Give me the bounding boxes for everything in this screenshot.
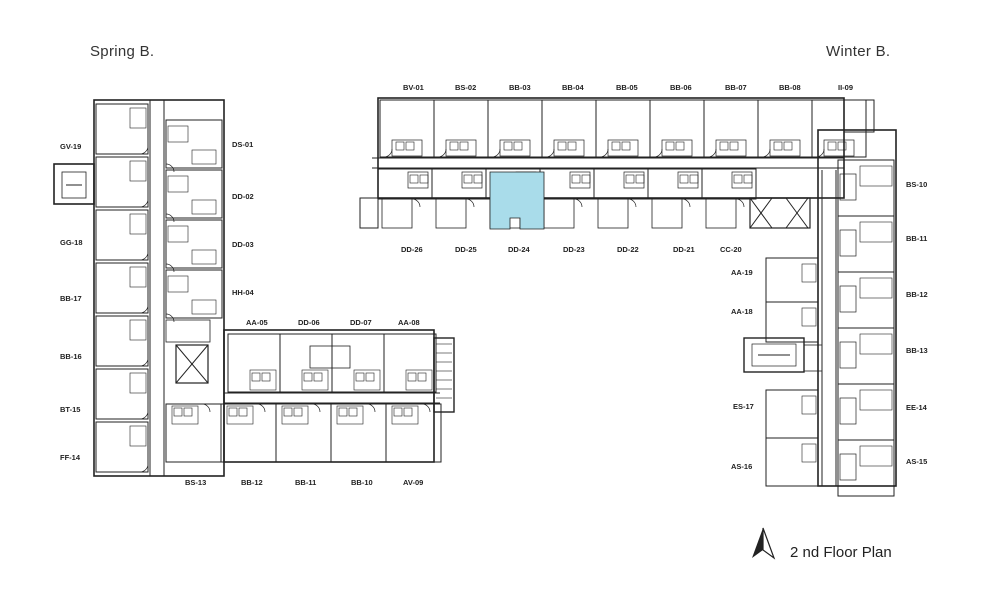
unit-label-aa-18: AA-18 [731,307,753,316]
unit-label-dd-23: DD-23 [563,245,585,254]
unit-label-av-09: AV-09 [403,478,424,487]
unit-label-gv-19: GV-19 [60,142,82,151]
unit-label-aa-08: AA-08 [398,318,420,327]
unit-label-hh-04: HH-04 [232,288,254,297]
building-label-spring: Spring B. [90,43,155,60]
plan-walls [53,97,897,497]
unit-label-bb-04: BB-04 [562,83,584,92]
unit-label-bs-13: BS-13 [185,478,207,487]
unit-label-bb-12: BB-12 [906,290,928,299]
north-arrow-icon [752,527,776,560]
unit-label-aa-05: AA-05 [246,318,268,327]
building-label-winter: Winter B. [826,43,891,60]
unit-label-bb-08: BB-08 [779,83,801,92]
unit-label-dd-03: DD-03 [232,240,254,249]
unit-label-es-17: ES-17 [733,402,754,411]
unit-label-bb-11: BB-11 [906,234,928,243]
unit-label-bb-05: BB-05 [616,83,638,92]
unit-label-dd-06: DD-06 [298,318,320,327]
unit-label-ds-01: DS-01 [232,140,254,149]
unit-label-ii-09: II-09 [838,83,854,92]
unit-label-aa-19: AA-19 [731,268,753,277]
unit-label-bb-07: BB-07 [725,83,747,92]
unit-label-dd-24: DD-24 [508,245,530,254]
unit-label-bb-10: BB-10 [351,478,373,487]
unit-label-bs-10: BS-10 [906,180,928,189]
unit-label-dd-21: DD-21 [673,245,695,254]
unit-label-bb-03: BB-03 [509,83,531,92]
unit-label-dd-07: DD-07 [350,318,372,327]
unit-label-as-16: AS-16 [731,462,753,471]
unit-label-ff-14: FF-14 [60,453,81,462]
unit-label-bb-12: BB-12 [241,478,263,487]
highlighted-unit [489,171,545,230]
unit-label-cc-20: CC-20 [720,245,742,254]
unit-label-ee-14: EE-14 [906,403,927,412]
unit-label-bb-16: BB-16 [60,352,82,361]
unit-label-bv-01: BV-01 [403,83,424,92]
unit-label-bb-17: BB-17 [60,294,82,303]
unit-label-bb-06: BB-06 [670,83,692,92]
unit-label-dd-26: DD-26 [401,245,423,254]
unit-label-dd-02: DD-02 [232,192,254,201]
plan-title: 2 nd Floor Plan [790,544,892,561]
unit-label-bt-15: BT-15 [60,405,81,414]
unit-label-as-15: AS-15 [906,457,928,466]
unit-label-gg-18: GG-18 [60,238,83,247]
unit-label-bb-13: BB-13 [906,346,928,355]
unit-label-bb-11: BB-11 [295,478,317,487]
unit-label-bs-02: BS-02 [455,83,477,92]
unit-label-dd-22: DD-22 [617,245,639,254]
unit-label-dd-25: DD-25 [455,245,477,254]
